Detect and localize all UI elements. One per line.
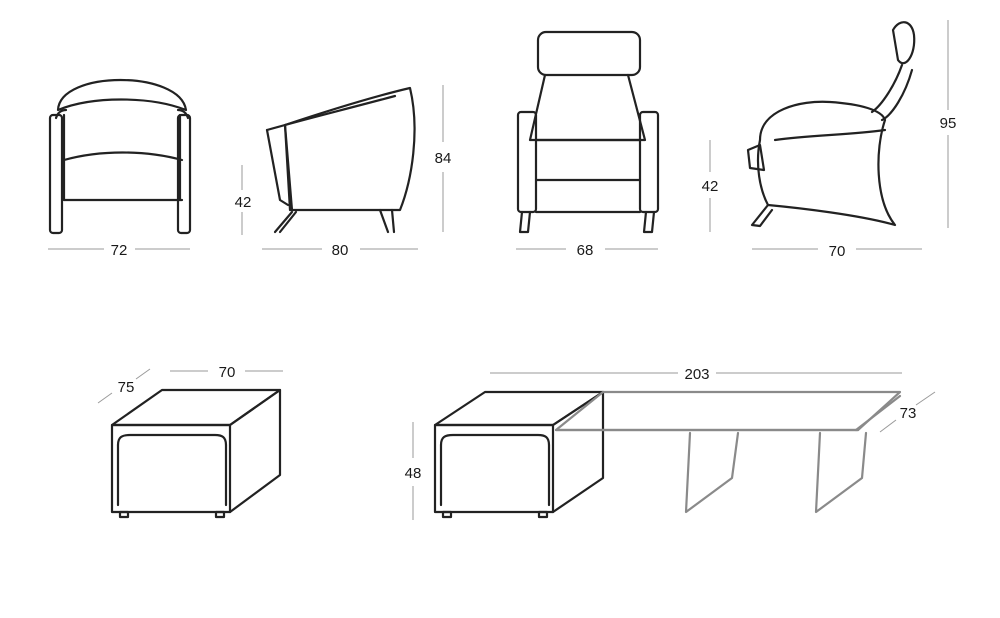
- recliner-height-label: 95: [940, 115, 957, 132]
- pouf-view: [110, 388, 282, 519]
- sofa-height-label: 48: [405, 465, 422, 482]
- sofa-depth-label: 73: [900, 405, 917, 422]
- coffee-table: [554, 390, 902, 514]
- recliner-side-view: [746, 21, 916, 228]
- armchair-front-view: [48, 79, 192, 235]
- sofa-width-label: 203: [684, 366, 709, 383]
- pouf-width-label: 70: [219, 364, 236, 381]
- recliner-width-label: 68: [577, 242, 594, 259]
- armchair-seat-height-label: 42: [235, 194, 252, 211]
- sofa-table-view: [433, 390, 605, 519]
- armchair-width-label: 72: [111, 242, 128, 259]
- recliner-front-view: [516, 30, 660, 234]
- armchair-height-label: 84: [435, 150, 452, 167]
- dimension-lines: [48, 20, 949, 520]
- pouf-depth-label: 75: [118, 379, 135, 396]
- armchair-side-view: [265, 86, 416, 234]
- recliner-seat-height-label: 42: [702, 178, 719, 195]
- recliner-depth-label: 70: [829, 243, 846, 260]
- armchair-depth-label: 80: [332, 242, 349, 259]
